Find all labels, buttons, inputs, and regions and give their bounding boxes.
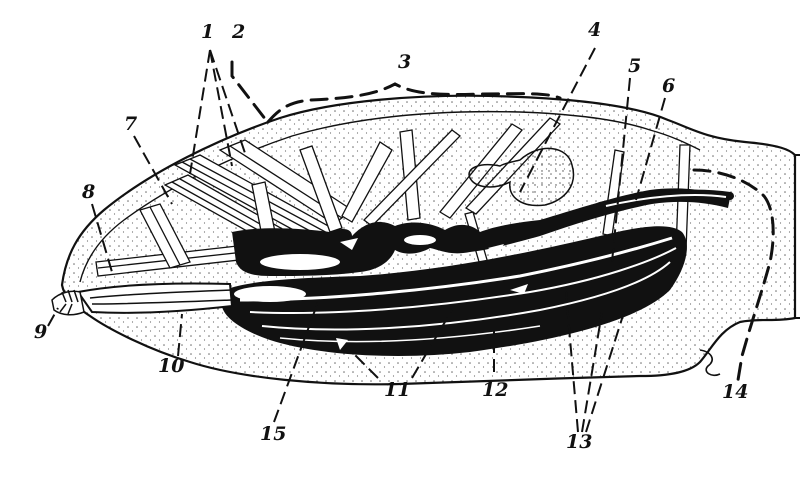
gland <box>468 147 575 207</box>
pump-chamber <box>232 188 730 276</box>
pump-lumen-2 <box>404 235 436 245</box>
bracket-2 <box>230 60 268 122</box>
label-15: 15 <box>260 423 286 445</box>
label-12: 12 <box>482 379 508 401</box>
label-5: 5 <box>628 55 641 77</box>
leader-lines <box>47 47 666 433</box>
label-9: 9 <box>34 321 47 343</box>
inner-wall <box>79 110 701 283</box>
posterior-edge <box>699 349 721 377</box>
label-11: 11 <box>384 379 410 401</box>
label-4: 4 <box>588 19 601 41</box>
labium <box>76 282 234 314</box>
stylet-pouch <box>221 226 687 356</box>
pump-lumen <box>260 254 340 270</box>
label-13: 13 <box>566 431 592 453</box>
food-canal <box>89 289 233 299</box>
label-2: 2 <box>231 21 245 43</box>
bracket-3 <box>266 82 562 124</box>
stylets <box>239 236 677 343</box>
label-3: 3 <box>398 51 411 73</box>
label-10: 10 <box>158 355 184 377</box>
mouth-tip <box>51 289 85 316</box>
label-14: 14 <box>722 381 748 403</box>
pouch-highlight <box>234 286 306 302</box>
flow-arrows <box>336 238 528 350</box>
label-1: 1 <box>201 21 214 43</box>
bracket-14 <box>692 168 775 382</box>
label-7: 7 <box>124 113 137 135</box>
label-8: 8 <box>81 181 95 203</box>
label-6: 6 <box>662 75 675 97</box>
body-right-edge <box>795 154 800 319</box>
salivary-duct <box>596 189 734 210</box>
